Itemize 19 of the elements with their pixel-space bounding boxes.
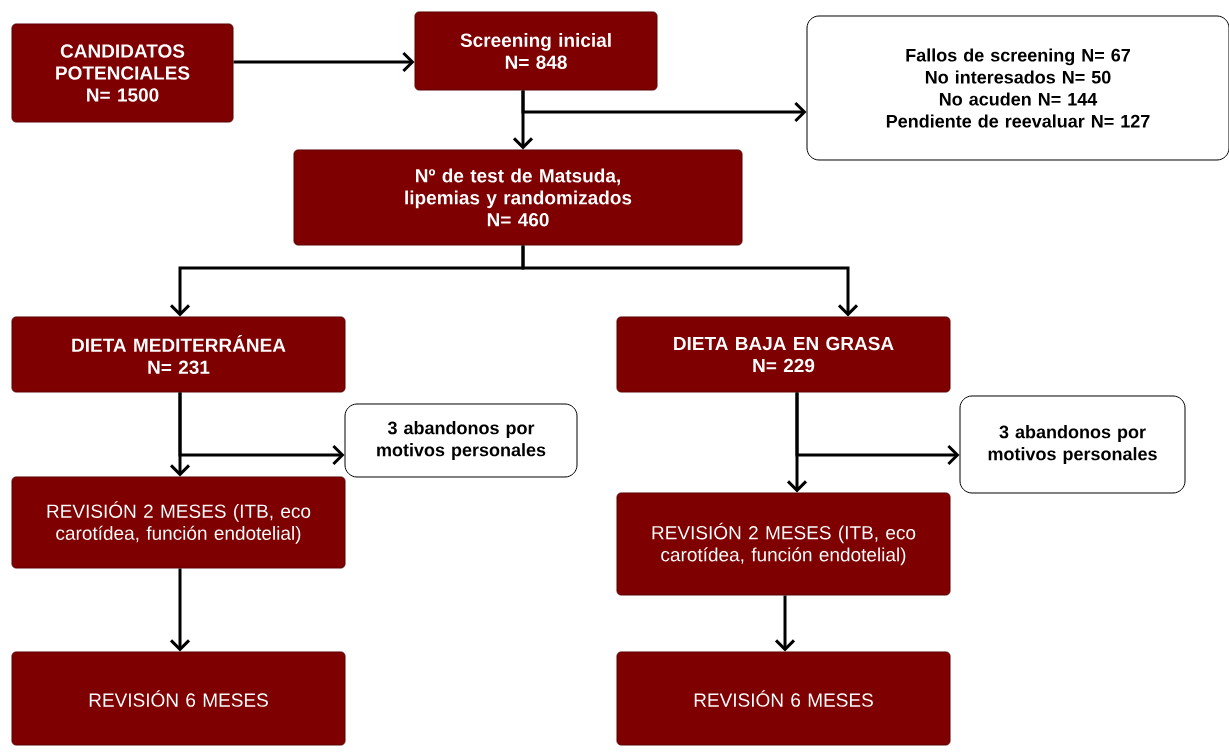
note-box: 3 abandonos por motivos personales [344,403,578,478]
process-box: REVISIÓN 2 MESES (ITB, eco carotídea, función endotelial) [616,492,951,596]
process-box: REVISIÓN 6 MESES [616,651,951,746]
process-box: Screening inicial N= 848 [414,11,658,91]
arrow [178,392,345,466]
process-box: REVISIÓN 6 MESES [11,651,346,746]
process-box: REVISIÓN 2 MESES (ITB, eco carotídea, función endotelial) [11,476,346,569]
process-box: Nº de test de Matsuda, lipemias y randomizados N= 460 [293,149,743,246]
note-box: 3 abandonos por motivos personales [959,395,1186,494]
arrow [521,245,859,317]
process-box: DIETA MEDITERRÁNEA N= 231 [11,316,346,393]
arrow [774,595,796,652]
arrow [169,568,191,652]
process-box: CANDIDATOS POTENCIALES N= 1500 [11,23,234,123]
note-box: Fallos de screening N= 67 No interesados N= 50 No acuden N= 144 Pendiente de reevaluar N= 127 [806,15,1229,161]
process-box: DIETA BAJA EN GRASA N= 229 [616,316,951,393]
arrow [521,90,807,123]
arrow [795,392,960,466]
arrow [233,51,415,73]
